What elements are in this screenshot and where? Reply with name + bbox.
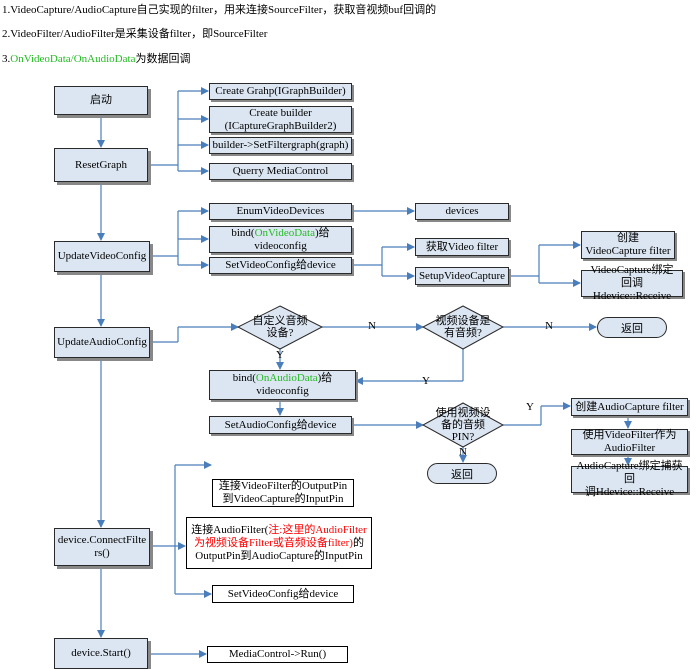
note-3: 3.OnVideoData/OnAudioData为数据回调 — [2, 50, 190, 66]
return-terminal-1: 返回 — [597, 317, 667, 338]
create-video-capture-line2: VideoCapture filter — [585, 245, 671, 257]
create-video-capture-action: 创建 VideoCapture filter — [581, 231, 675, 259]
set-filtergraph-action: builder->SetFiltergraph(graph) — [209, 137, 352, 154]
connect-filters-line2: rs() — [94, 547, 110, 559]
custom-audio-question: 自定义音频 设备? — [244, 311, 316, 343]
use-pin-line2: 备的音频 — [441, 419, 485, 431]
use-pin-line3: PIN? — [451, 431, 475, 443]
create-builder-line1: Create builder — [249, 106, 312, 119]
on-audio-data-label: OnAudioData — [255, 372, 318, 384]
connect-af-note-1: 注:这里的AudioFilter — [268, 523, 367, 536]
update-video-config-step: UpdateVideoConfig — [54, 241, 150, 272]
custom-audio-line1: 自定义音频 — [252, 315, 308, 327]
audio-capture-bind-line1: AudioCapture绑定捕获回 — [576, 460, 683, 485]
media-control-run-action: MediaControl->Run() — [207, 646, 348, 663]
audio-capture-bind-callback-action: AudioCapture绑定捕获回 调Hdevice::Receive — [571, 460, 688, 498]
note-2: 2.VideoFilter/AudioFilter是采集设备filter，即So… — [2, 28, 268, 40]
video-capture-bind-line2: 回调Hdevice::Receive — [592, 277, 672, 302]
label-n-use-pin: N — [459, 446, 467, 458]
bind-video-line1: bind(OnVideoData)给 — [231, 227, 329, 240]
bind-audio-prefix: bind( — [232, 372, 256, 384]
decision-use-pin — [421, 402, 505, 448]
connect-filters-step: device.ConnectFilte rs() — [54, 528, 150, 566]
has-audio-question: 视频设备是 有音频? — [427, 311, 499, 343]
start-step: 启动 — [54, 86, 148, 115]
setup-video-capture-action: SetupVideoCapture — [415, 267, 509, 285]
bind-audio-suffix: )给 — [317, 372, 333, 384]
reset-graph-step: ResetGraph — [54, 148, 148, 182]
devices-result: devices — [415, 203, 509, 220]
connect-af-line3: OutputPin到AudioCapture的InputPin — [195, 549, 363, 562]
note-3-green: OnVideoData/OnAudioData — [10, 53, 136, 65]
connect-vf-line1: 连接VideoFilter的OutputPin — [218, 480, 348, 492]
connect-af-line1: 连接AudioFilter(注:这里的AudioFilter — [191, 524, 366, 537]
decision-has-audio — [421, 305, 505, 350]
label-y-has-audio: Y — [422, 375, 430, 387]
use-video-filter-as-audio-action: 使用VideoFilter作为 AudioFilter — [571, 429, 688, 455]
label-y-custom: Y — [276, 349, 284, 361]
query-media-control-action: Querry MediaControl — [209, 163, 352, 180]
bind-video-line2: videoconfig — [254, 239, 307, 252]
connect-set-video-config-action: SetVideoConfig给device — [212, 585, 354, 603]
note-3-suffix: 为数据回调 — [135, 53, 191, 65]
use-vf-line1: 使用VideoFilter作为 — [582, 429, 677, 441]
connect-af-prefix: 连接AudioFilter( — [191, 523, 269, 536]
create-builder-action: Create builder (ICaptureGraphBuilder2) — [209, 106, 352, 133]
bind-video-suffix: )给 — [315, 226, 330, 239]
use-pin-line1: 使用视频设 — [435, 407, 491, 419]
custom-audio-line2: 设备? — [266, 327, 294, 339]
bind-video-prefix: bind( — [231, 226, 255, 239]
connect-audio-filter-action: 连接AudioFilter(注:这里的AudioFilter 为视频设备Filt… — [186, 517, 372, 569]
video-capture-bind-callback-action: VideoCapture绑定 回调Hdevice::Receive — [581, 264, 683, 302]
connect-af-line2: 为视频设备Filter或音频设备filter)的 — [194, 537, 364, 550]
set-video-config-action: SetVideoConfig给device — [209, 257, 352, 274]
bind-audio-line1: bind(OnAudioData)给 — [233, 372, 333, 385]
create-audio-capture-action: 创建AudioCapture filter — [571, 398, 688, 416]
return-terminal-2: 返回 — [427, 463, 497, 484]
video-capture-bind-line1: VideoCapture绑定 — [590, 264, 674, 276]
connect-af-suffix: 的 — [352, 536, 364, 549]
bind-audio-callback-action: bind(OnAudioData)给 videoconfig — [209, 370, 356, 400]
device-start-step: device.Start() — [54, 638, 148, 669]
connect-af-note-2: 为视频设备Filter或音频设备filter) — [194, 536, 353, 549]
label-n-custom: N — [368, 320, 376, 332]
on-video-data-label: OnVideoData — [254, 226, 315, 239]
label-y-use-pin: Y — [526, 401, 534, 413]
get-video-filter-action: 获取Video filter — [415, 238, 509, 256]
label-n-has-audio: N — [545, 320, 553, 332]
connect-video-filter-action: 连接VideoFilter的OutputPin 到VideoCapture的In… — [212, 479, 354, 507]
connect-filters-line1: device.ConnectFilte — [57, 534, 147, 546]
use-audio-pin-question: 使用视频设 备的音频 PIN? — [427, 406, 499, 444]
use-vf-line2: AudioFilter — [603, 442, 656, 454]
decision-custom-audio — [236, 305, 324, 350]
note-3-prefix: 3. — [2, 53, 11, 65]
audio-capture-bind-line2: 调Hdevice::Receive — [584, 486, 675, 498]
create-video-capture-line1: 创建 — [617, 232, 639, 244]
update-audio-config-step: UpdateAudioConfig — [54, 327, 150, 358]
bind-video-callback-action: bind(OnVideoData)给 videoconfig — [209, 226, 352, 253]
bind-audio-line2: videoconfig — [256, 385, 309, 397]
set-audio-config-action: SetAudioConfig给device — [209, 416, 352, 434]
has-audio-line2: 有音频? — [444, 327, 482, 339]
note-1: 1.VideoCapture/AudioCapture自己实现的filter，用… — [2, 4, 437, 16]
connect-vf-line2: 到VideoCapture的InputPin — [222, 493, 344, 505]
enum-video-devices-action: EnumVideoDevices — [209, 203, 352, 220]
has-audio-line1: 视频设备是 — [435, 315, 491, 327]
create-graph-action: Create Grahp(IGraphBuilder) — [209, 83, 352, 100]
create-builder-line2: (ICaptureGraphBuilder2) — [224, 119, 337, 132]
